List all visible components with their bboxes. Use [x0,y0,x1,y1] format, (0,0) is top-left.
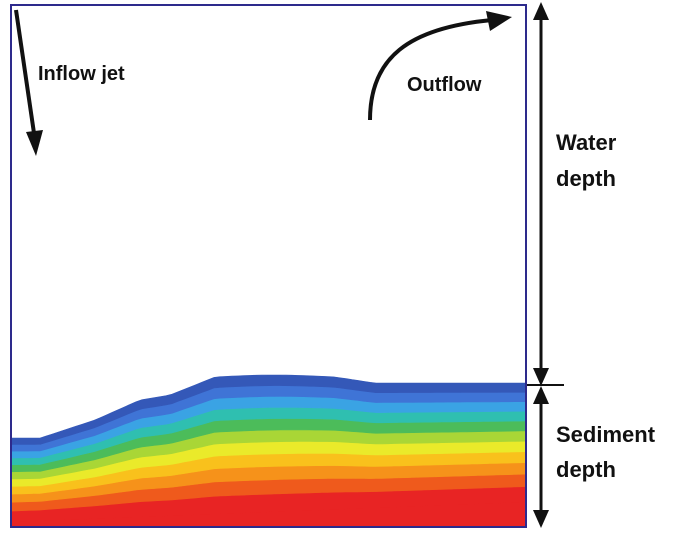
outflow-arrow-icon [368,11,512,121]
sediment-layer [11,374,526,445]
sediment-depth-label-line1: Sediment [556,422,656,447]
outflow-label: Outflow [407,74,482,96]
sediment-depth-arrow-icon [533,386,549,528]
tank-border [10,4,527,528]
water-depth-label-line2: depth [556,166,616,191]
water-depth-label-line1: Water [556,130,617,155]
water-depth-arrow-icon [533,2,549,386]
inflow-arrow-icon [14,9,43,156]
inflow-jet-label: Inflow jet [38,63,125,85]
sediment-depth-label-line2: depth [556,457,616,482]
sediment-bed [11,374,526,527]
